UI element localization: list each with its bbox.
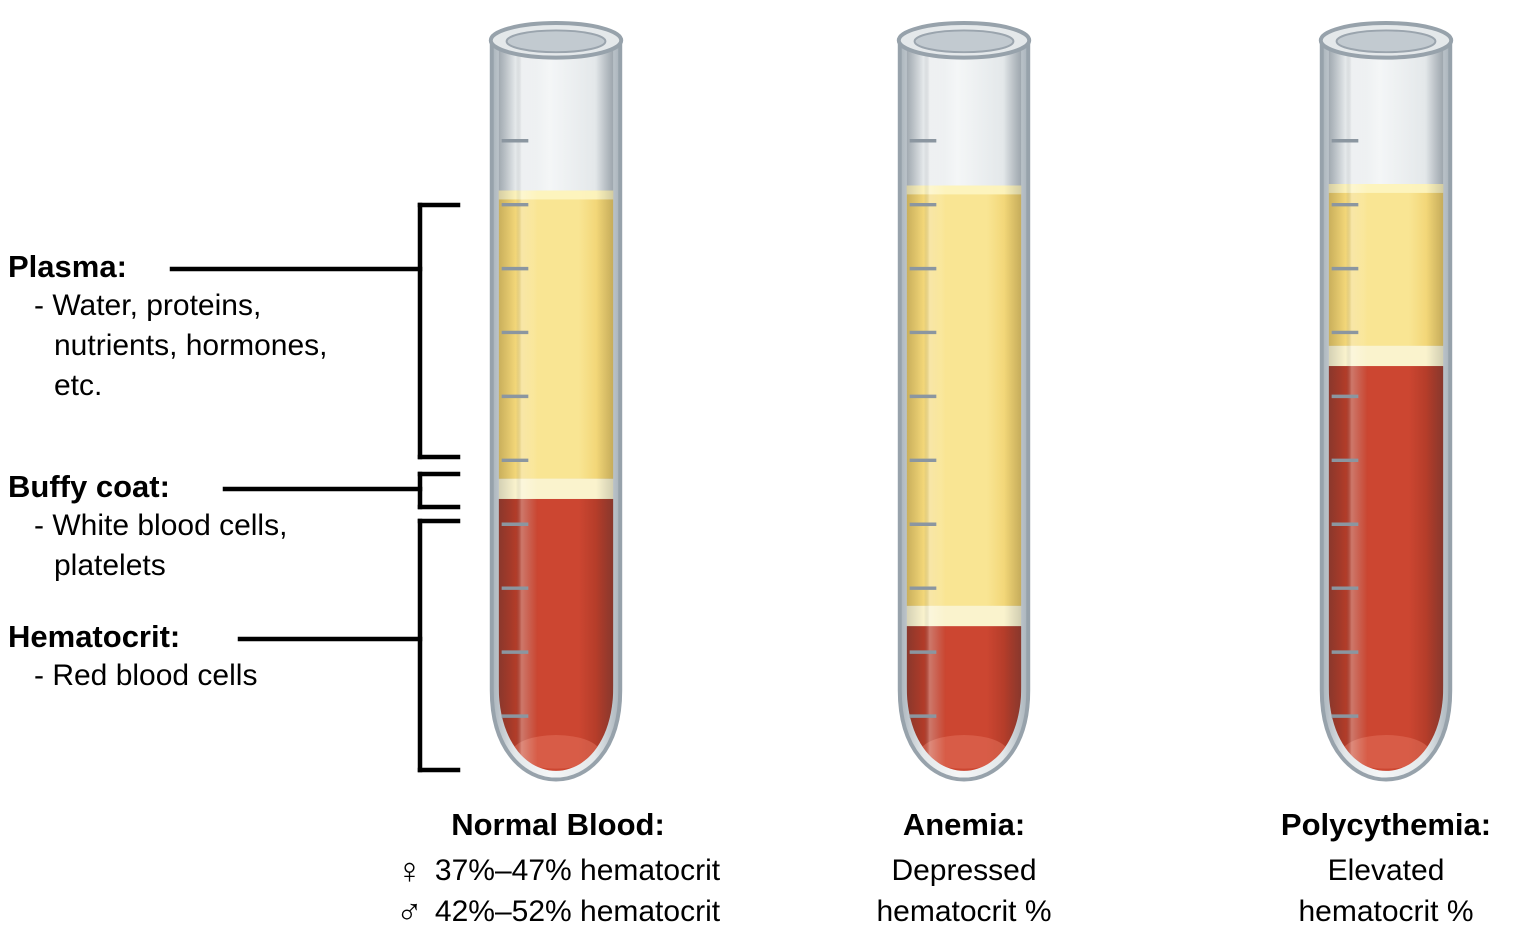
hematocrit-desc-line: - Red blood cells xyxy=(34,659,258,692)
caption-title: Anemia: xyxy=(902,807,1026,842)
plasma-desc-line: nutrients, hormones, xyxy=(54,329,328,362)
caption-line-text: hematocrit % xyxy=(876,895,1052,928)
caption-line: ♂ 42%–52% hematocrit xyxy=(308,891,808,932)
buffy-coat-label-block: Buffy coat: - White blood cells, platele… xyxy=(8,468,287,586)
buffy-coat-label-title: Buffy coat: xyxy=(8,469,170,504)
graduation-ticks xyxy=(909,139,937,718)
tube-normal-blood xyxy=(472,8,640,800)
caption-line-text: Depressed xyxy=(891,854,1037,887)
caption-line: hematocrit % xyxy=(764,891,1164,932)
caption-line-text: 42%–52% hematocrit xyxy=(434,895,721,928)
caption-line: ♀ 37%–47% hematocrit xyxy=(308,850,808,891)
caption-anemia: Anemia: Depressed hematocrit % xyxy=(764,804,1164,932)
plasma-desc-line: etc. xyxy=(54,369,103,402)
caption-title: Polycythemia: xyxy=(1280,807,1492,842)
test-tube-polycythemia xyxy=(1318,21,1454,782)
tube-anemia xyxy=(880,8,1048,800)
caption-title: Normal Blood: xyxy=(451,807,665,842)
graduation-ticks xyxy=(1331,139,1359,718)
caption-normal-blood: Normal Blood: ♀ 37%–47% hematocrit ♂ 42%… xyxy=(308,804,808,932)
test-tube-normal-blood xyxy=(488,21,624,782)
caption-line-text: Elevated xyxy=(1327,854,1445,887)
hematocrit-label-title: Hematocrit: xyxy=(8,619,181,654)
buffy-coat-desc-line: platelets xyxy=(54,549,166,582)
plasma-label-block: Plasma: - Water, proteins, nutrients, ho… xyxy=(8,248,327,406)
caption-line-text: hematocrit % xyxy=(1298,895,1474,928)
plasma-label-title: Plasma: xyxy=(8,249,127,284)
caption-line-text: 37%–47% hematocrit xyxy=(434,854,721,887)
caption-polycythemia: Polycythemia: Elevated hematocrit % xyxy=(1186,804,1517,932)
graduation-ticks xyxy=(501,139,529,718)
plasma-desc-line: - Water, proteins, xyxy=(34,289,262,322)
buffy-coat-desc-line: - White blood cells, xyxy=(34,509,288,542)
caption-line: Depressed xyxy=(764,850,1164,891)
caption-line: Elevated xyxy=(1186,850,1517,891)
hematocrit-label-block: Hematocrit: - Red blood cells xyxy=(8,618,257,696)
female-icon: ♀ xyxy=(395,849,423,891)
test-tube-anemia xyxy=(896,21,1032,782)
male-icon: ♂ xyxy=(395,890,423,932)
caption-line: hematocrit % xyxy=(1186,891,1517,932)
tube-polycythemia xyxy=(1302,8,1470,800)
